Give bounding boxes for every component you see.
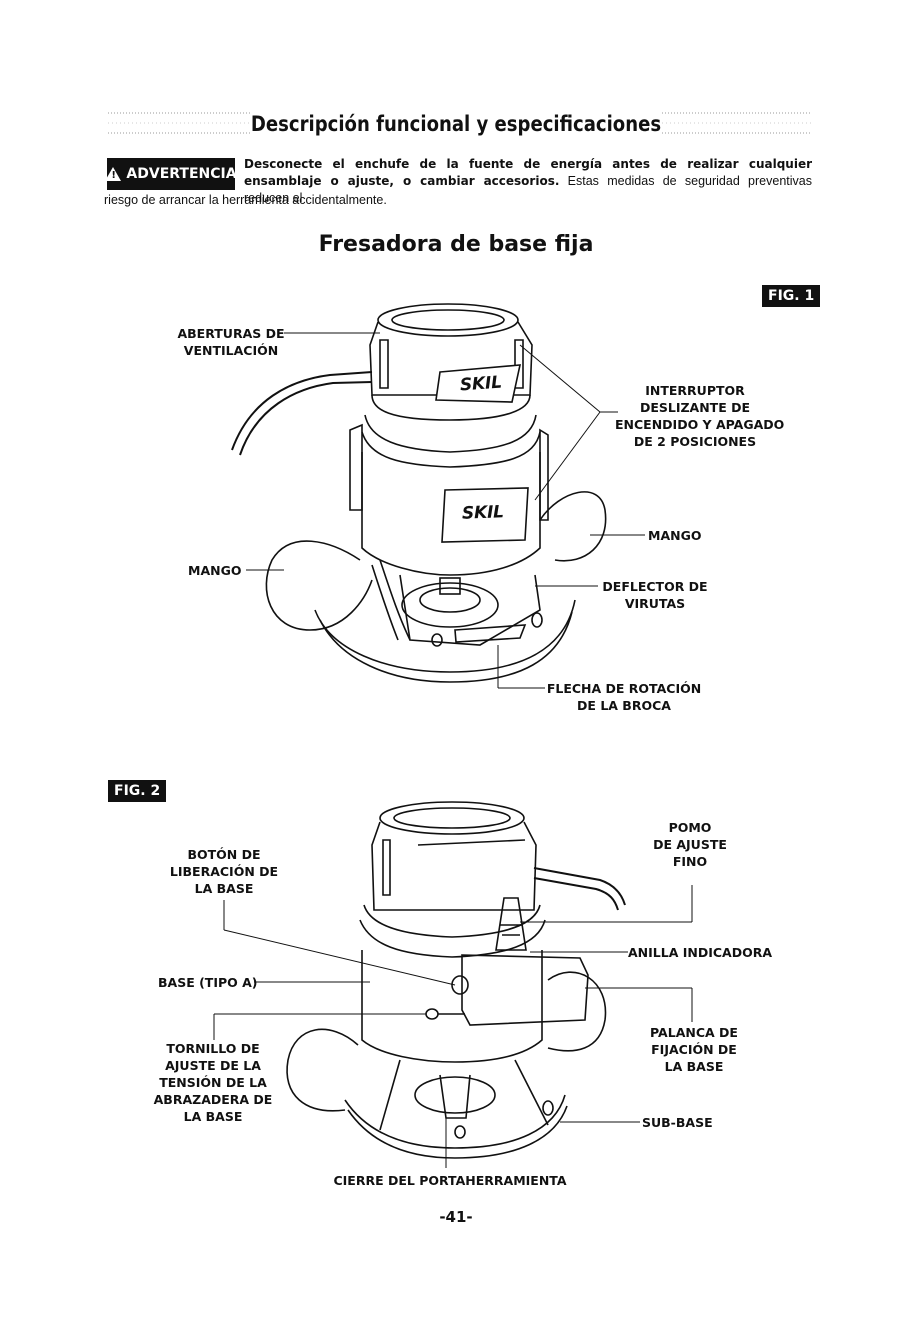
label-base-type: BASE (TIPO A) bbox=[158, 975, 258, 990]
label-spindle-lock: CIERRE DEL PORTAHERRAMIENTA bbox=[333, 1173, 567, 1188]
label-indicator-ring: ANILLA INDICADORA bbox=[628, 945, 773, 960]
label-release-button: BOTÓN DE LIBERACIÓN DE LA BASE bbox=[169, 847, 279, 896]
section-title: Fresadora de base fija bbox=[318, 232, 594, 257]
label-fine-knob: POMO DE AJUSTE FINO bbox=[653, 820, 727, 869]
warning-badge: ! ADVERTENCIA bbox=[105, 158, 237, 190]
label-vents: ABERTURAS DE VENTILACIÓN bbox=[177, 326, 285, 358]
warning-bold-text: Desconecte el enchufe de la fuente de en… bbox=[244, 157, 812, 188]
label-handle-right: MANGO bbox=[648, 528, 702, 543]
label-handle-left: MANGO bbox=[188, 563, 242, 578]
fig1-badge: FIG. 1 bbox=[762, 285, 821, 307]
label-sub-base: SUB-BASE bbox=[642, 1115, 713, 1130]
warning-text: Desconecte el enchufe de la fuente de en… bbox=[244, 156, 812, 207]
fig2-badge: FIG. 2 bbox=[108, 780, 167, 802]
warning-triangle-icon: ! bbox=[105, 167, 122, 181]
warning-badge-label: ADVERTENCIA bbox=[126, 166, 237, 182]
label-clamp-lever: PALANCA DE FIJACIÓN DE LA BASE bbox=[650, 1025, 738, 1074]
page-number: -41- bbox=[439, 1208, 473, 1226]
warning-text-part1: Estas medidas de seguridad preventivas r… bbox=[244, 174, 812, 205]
warning-text-continued: riesgo de arrancar la herramienta accide… bbox=[104, 193, 387, 207]
label-chip-deflector: DEFLECTOR DE VIRUTAS bbox=[602, 579, 708, 611]
label-rotation-arrow: FLECHA DE ROTACIÓN DE LA BROCA bbox=[546, 681, 702, 713]
label-switch: INTERRUPTOR DESLIZANTE DE ENCENDIDO Y AP… bbox=[615, 383, 785, 449]
page-title: Descripción funcional y especificaciones bbox=[250, 112, 662, 136]
label-tension-screw: TORNILLO DE AJUSTE DE LA TENSIÓN DE LA A… bbox=[153, 1041, 273, 1124]
